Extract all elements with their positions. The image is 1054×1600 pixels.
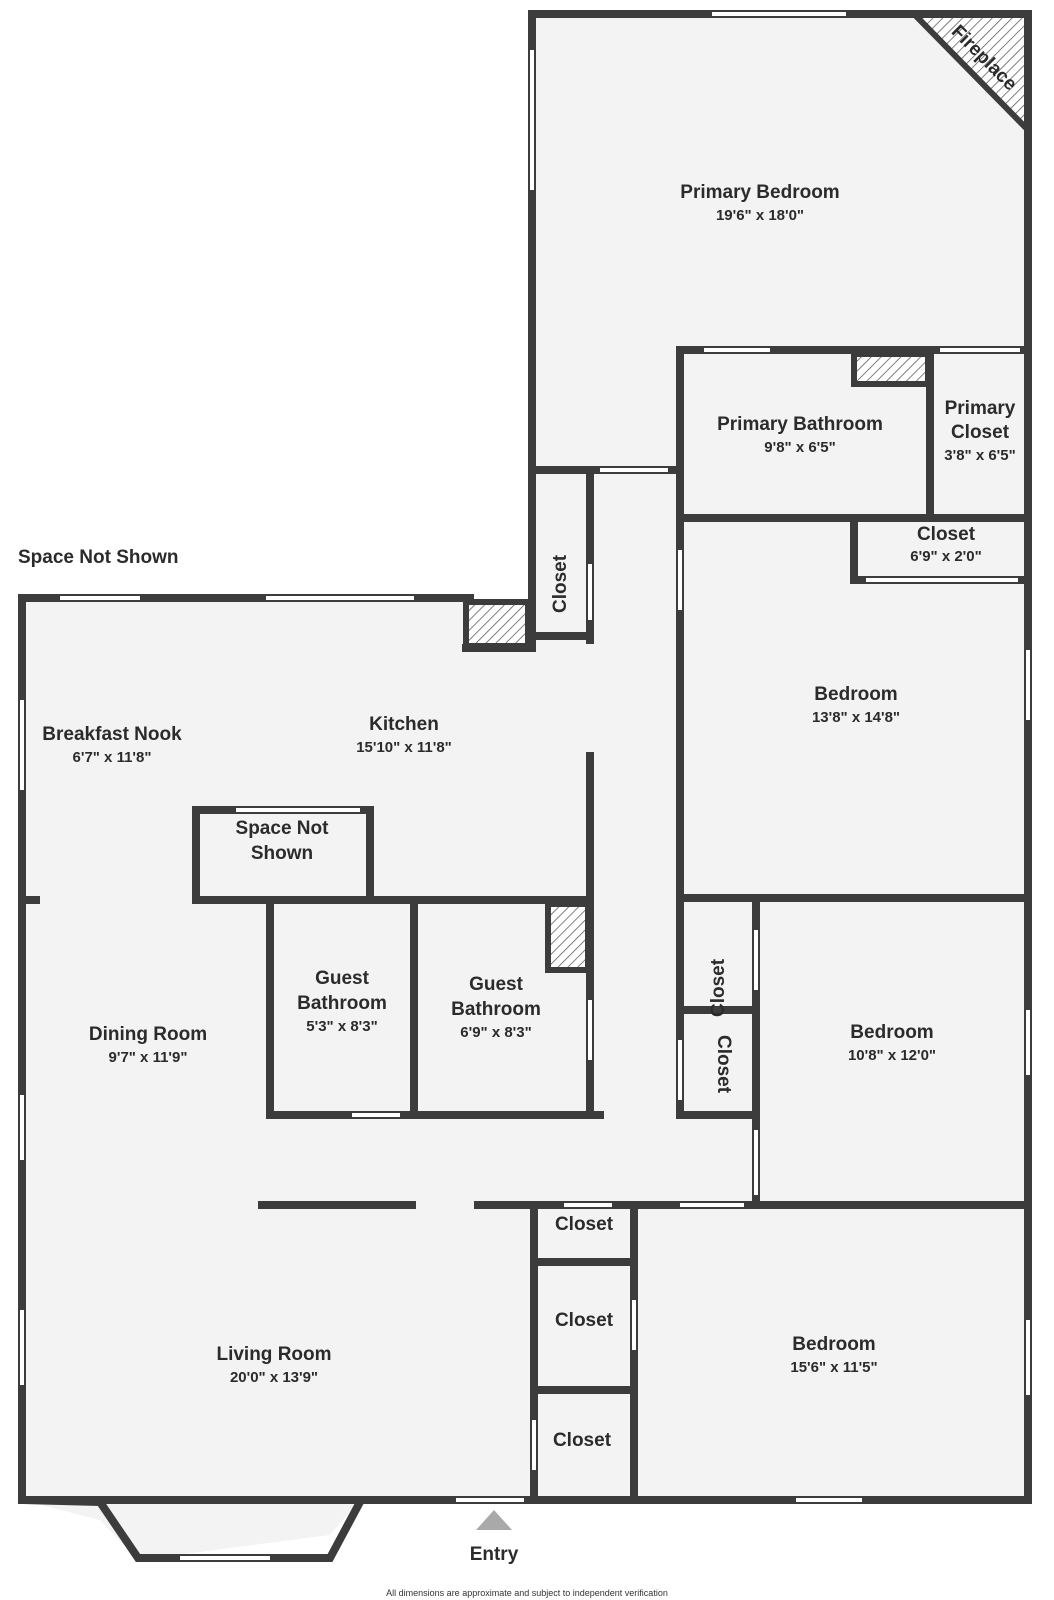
space-not-shown-inner-1: Space Not [236, 818, 330, 839]
closet-mid-1-name: Closet [708, 958, 729, 1017]
bedroom-3-name: Bedroom [792, 1334, 875, 1355]
closet-low-3-name: Closet [553, 1430, 612, 1451]
kitchen-name: Kitchen [369, 714, 439, 735]
bedroom-3-dims: 15'6" x 11'5" [790, 1359, 877, 1376]
living-room-name: Living Room [216, 1344, 331, 1365]
closet-wide-dims: 6'9" x 2'0" [910, 548, 981, 565]
floor-area [22, 14, 1028, 1560]
primary-bathroom-dims: 9'8" x 6'5" [764, 439, 835, 456]
bedroom-2-name: Bedroom [850, 1022, 933, 1043]
closet-wide-name: Closet [917, 524, 976, 545]
chimney-hatch [463, 599, 531, 649]
guest-bath-2-name-1: Guest [469, 974, 524, 995]
dining-room-dims: 9'7" x 11'9" [109, 1049, 188, 1066]
primary-bedroom-dims: 19'6" x 18'0" [716, 207, 804, 224]
bedroom-1-name: Bedroom [814, 684, 897, 705]
space-not-shown-outer-label: Space Not Shown [18, 547, 178, 568]
dining-room-name: Dining Room [89, 1024, 207, 1045]
bath-shaft-hatch [851, 351, 931, 387]
entry-label: Entry [470, 1544, 519, 1565]
primary-bathroom-name: Primary Bathroom [717, 414, 883, 435]
closet-mid-2-name: Closet [713, 1035, 734, 1094]
closet-hall-top-name: Closet [550, 554, 571, 613]
space-not-shown-inner-2: Shown [251, 843, 313, 864]
guest-bath-1-dims: 5'3" x 8'3" [306, 1018, 377, 1035]
guest-bath-shaft-hatch [545, 901, 591, 973]
breakfast-nook-dims: 6'7" x 11'8" [73, 749, 152, 766]
breakfast-nook-name: Breakfast Nook [42, 724, 182, 745]
primary-bedroom-name: Primary Bedroom [680, 182, 839, 203]
disclaimer-text: All dimensions are approximate and subje… [386, 1588, 668, 1598]
guest-bath-1-name-1: Guest [315, 968, 370, 989]
kitchen-dims: 15'10" x 11'8" [356, 739, 452, 756]
guest-bath-2-name-2: Bathroom [451, 999, 541, 1020]
entry-arrow-icon [476, 1510, 512, 1530]
closet-low-1-name: Closet [555, 1214, 614, 1235]
guest-bath-1-name-2: Bathroom [297, 993, 387, 1014]
bedroom-1-dims: 13'8" x 14'8" [812, 709, 900, 726]
guest-bath-2-dims: 6'9" x 8'3" [460, 1024, 531, 1041]
primary-closet-dims: 3'8" x 6'5" [944, 447, 1015, 464]
primary-closet-name-1: Primary [945, 398, 1016, 419]
windows [20, 12, 1030, 1560]
living-room-dims: 20'0" x 13'9" [230, 1369, 318, 1386]
bedroom-2-dims: 10'8" x 12'0" [848, 1047, 936, 1064]
closet-low-2-name: Closet [555, 1310, 614, 1331]
primary-closet-name-2: Closet [951, 422, 1010, 443]
